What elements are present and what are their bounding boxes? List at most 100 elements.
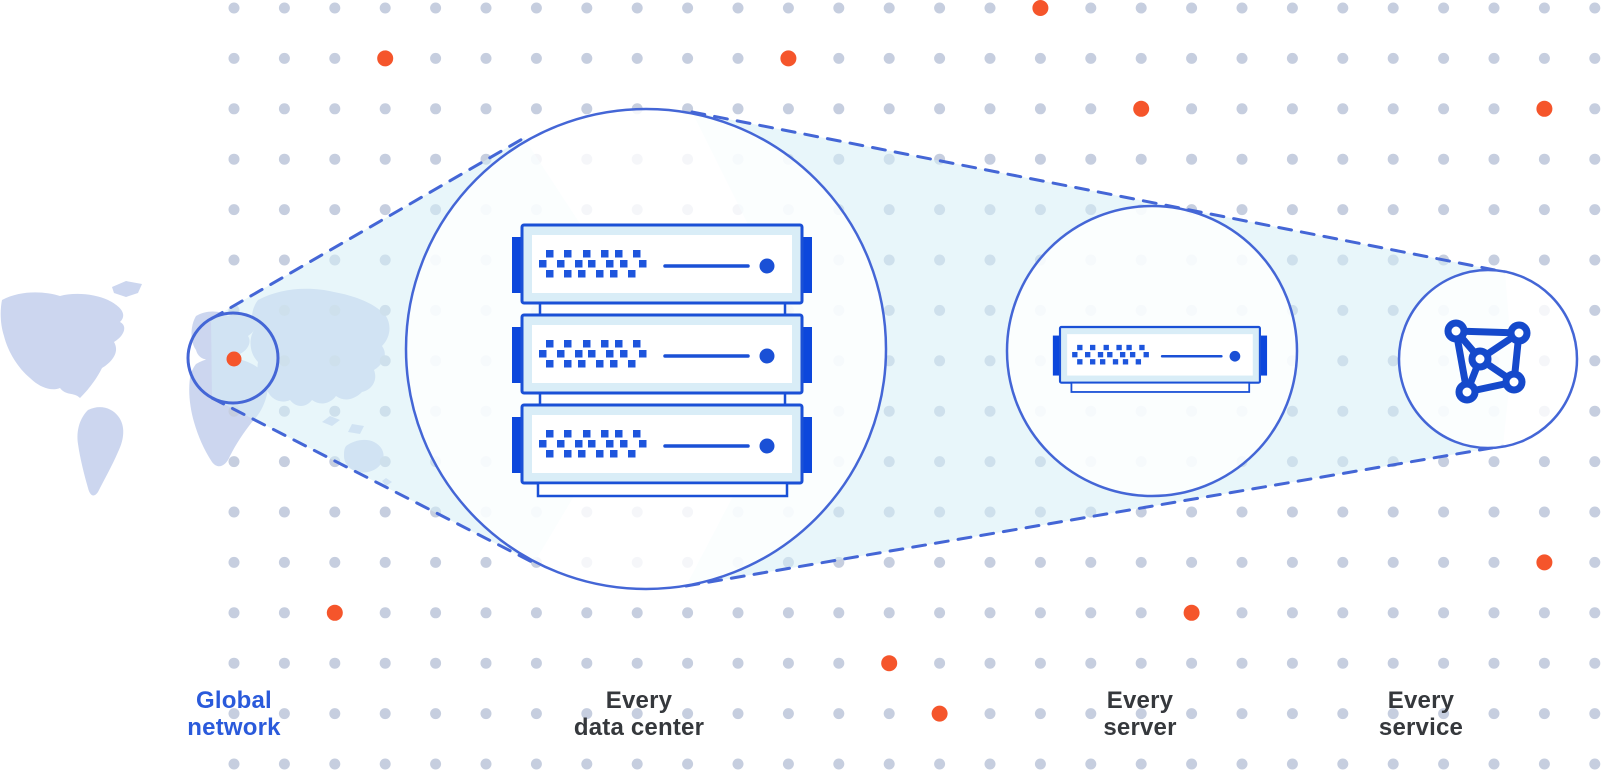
grid-dot <box>1387 103 1399 115</box>
grid-dot <box>782 103 794 115</box>
grid-dot <box>1589 103 1601 115</box>
grid-dot <box>228 708 240 720</box>
dashed-line-upper-right <box>690 110 1507 274</box>
grid-dot <box>1387 708 1399 720</box>
grid-dot <box>379 2 391 14</box>
grid-dot <box>379 708 391 720</box>
grid-dot <box>1488 103 1500 115</box>
grid-dot <box>1286 607 1298 619</box>
grid-dot <box>530 52 542 64</box>
data-center-group <box>404 107 888 591</box>
grid-dot <box>1186 2 1198 14</box>
grid-dot <box>1135 758 1147 770</box>
grid-dot <box>1488 456 1500 468</box>
grid-dot <box>1538 758 1550 770</box>
grid-dot <box>430 103 442 115</box>
accent-dot <box>931 705 948 722</box>
caption-every-server: Every server <box>1103 687 1177 741</box>
grid-dot <box>1236 556 1248 568</box>
grid-dot <box>1538 153 1550 165</box>
accent-dot <box>1032 0 1049 16</box>
grid-dot <box>1538 506 1550 518</box>
grid-dot <box>430 52 442 64</box>
grid-dot <box>682 758 694 770</box>
grid-dot <box>278 758 290 770</box>
grid-dot <box>1538 607 1550 619</box>
grid-dot <box>682 708 694 720</box>
grid-dot <box>1538 204 1550 216</box>
grid-dot <box>984 657 996 669</box>
grid-dot <box>581 607 593 619</box>
grid-dot <box>228 607 240 619</box>
grid-dot <box>883 556 895 568</box>
server-rack-icon <box>510 223 814 498</box>
grid-dot <box>228 204 240 216</box>
grid-dot <box>329 153 341 165</box>
grid-dot <box>1387 2 1399 14</box>
grid-dot <box>379 657 391 669</box>
grid-dot <box>1337 607 1349 619</box>
grid-dot <box>1589 2 1601 14</box>
grid-dot <box>1387 657 1399 669</box>
network-mesh-icon <box>1444 319 1531 404</box>
grid-dot <box>984 103 996 115</box>
grid-dot <box>278 456 290 468</box>
grid-dot <box>732 2 744 14</box>
grid-dot <box>1589 506 1601 518</box>
grid-dot <box>430 657 442 669</box>
grid-dot <box>1589 204 1601 216</box>
grid-dot <box>1286 556 1298 568</box>
grid-dot <box>631 708 643 720</box>
grid-dot <box>228 758 240 770</box>
grid-dot <box>1438 153 1450 165</box>
grid-dot <box>480 758 492 770</box>
grid-dot <box>329 506 341 518</box>
grid-dot <box>530 758 542 770</box>
grid-dot <box>883 607 895 619</box>
grid-dot <box>934 52 946 64</box>
grid-dot <box>278 607 290 619</box>
accent-dot <box>1183 604 1200 621</box>
grid-dot <box>228 103 240 115</box>
grid-dot <box>732 758 744 770</box>
grid-dot <box>1589 153 1601 165</box>
grid-dot <box>732 607 744 619</box>
grid-dot <box>581 758 593 770</box>
grid-dot <box>1337 2 1349 14</box>
grid-dot <box>530 103 542 115</box>
grid-dot <box>329 657 341 669</box>
grid-dot <box>430 708 442 720</box>
grid-dot <box>1186 708 1198 720</box>
accent-dot <box>326 604 343 621</box>
grid-dot <box>430 607 442 619</box>
grid-dot <box>1337 52 1349 64</box>
grid-dot <box>1488 607 1500 619</box>
grid-dot <box>329 758 341 770</box>
grid-dot <box>329 52 341 64</box>
grid-dot <box>278 254 290 266</box>
grid-dot <box>1538 2 1550 14</box>
dashed-line-lower-right <box>684 444 1505 588</box>
grid-dot <box>934 2 946 14</box>
grid-dot <box>1337 556 1349 568</box>
grid-dot <box>228 657 240 669</box>
region-highlight-ring <box>186 311 280 405</box>
grid-dot <box>278 556 290 568</box>
grid-dot <box>1236 204 1248 216</box>
grid-dot <box>1186 103 1198 115</box>
grid-dot <box>1085 52 1097 64</box>
grid-dot <box>1034 52 1046 64</box>
grid-dot <box>1186 657 1198 669</box>
location-marker-dot <box>226 351 242 367</box>
grid-dot <box>581 2 593 14</box>
grid-dot <box>1387 607 1399 619</box>
grid-dot <box>1236 506 1248 518</box>
grid-dot <box>1387 153 1399 165</box>
grid-dot <box>833 758 845 770</box>
grid-dot <box>1438 506 1450 518</box>
grid-dot <box>430 2 442 14</box>
global-network-highlight <box>186 311 280 405</box>
grid-dot <box>1085 708 1097 720</box>
grid-dot <box>883 103 895 115</box>
